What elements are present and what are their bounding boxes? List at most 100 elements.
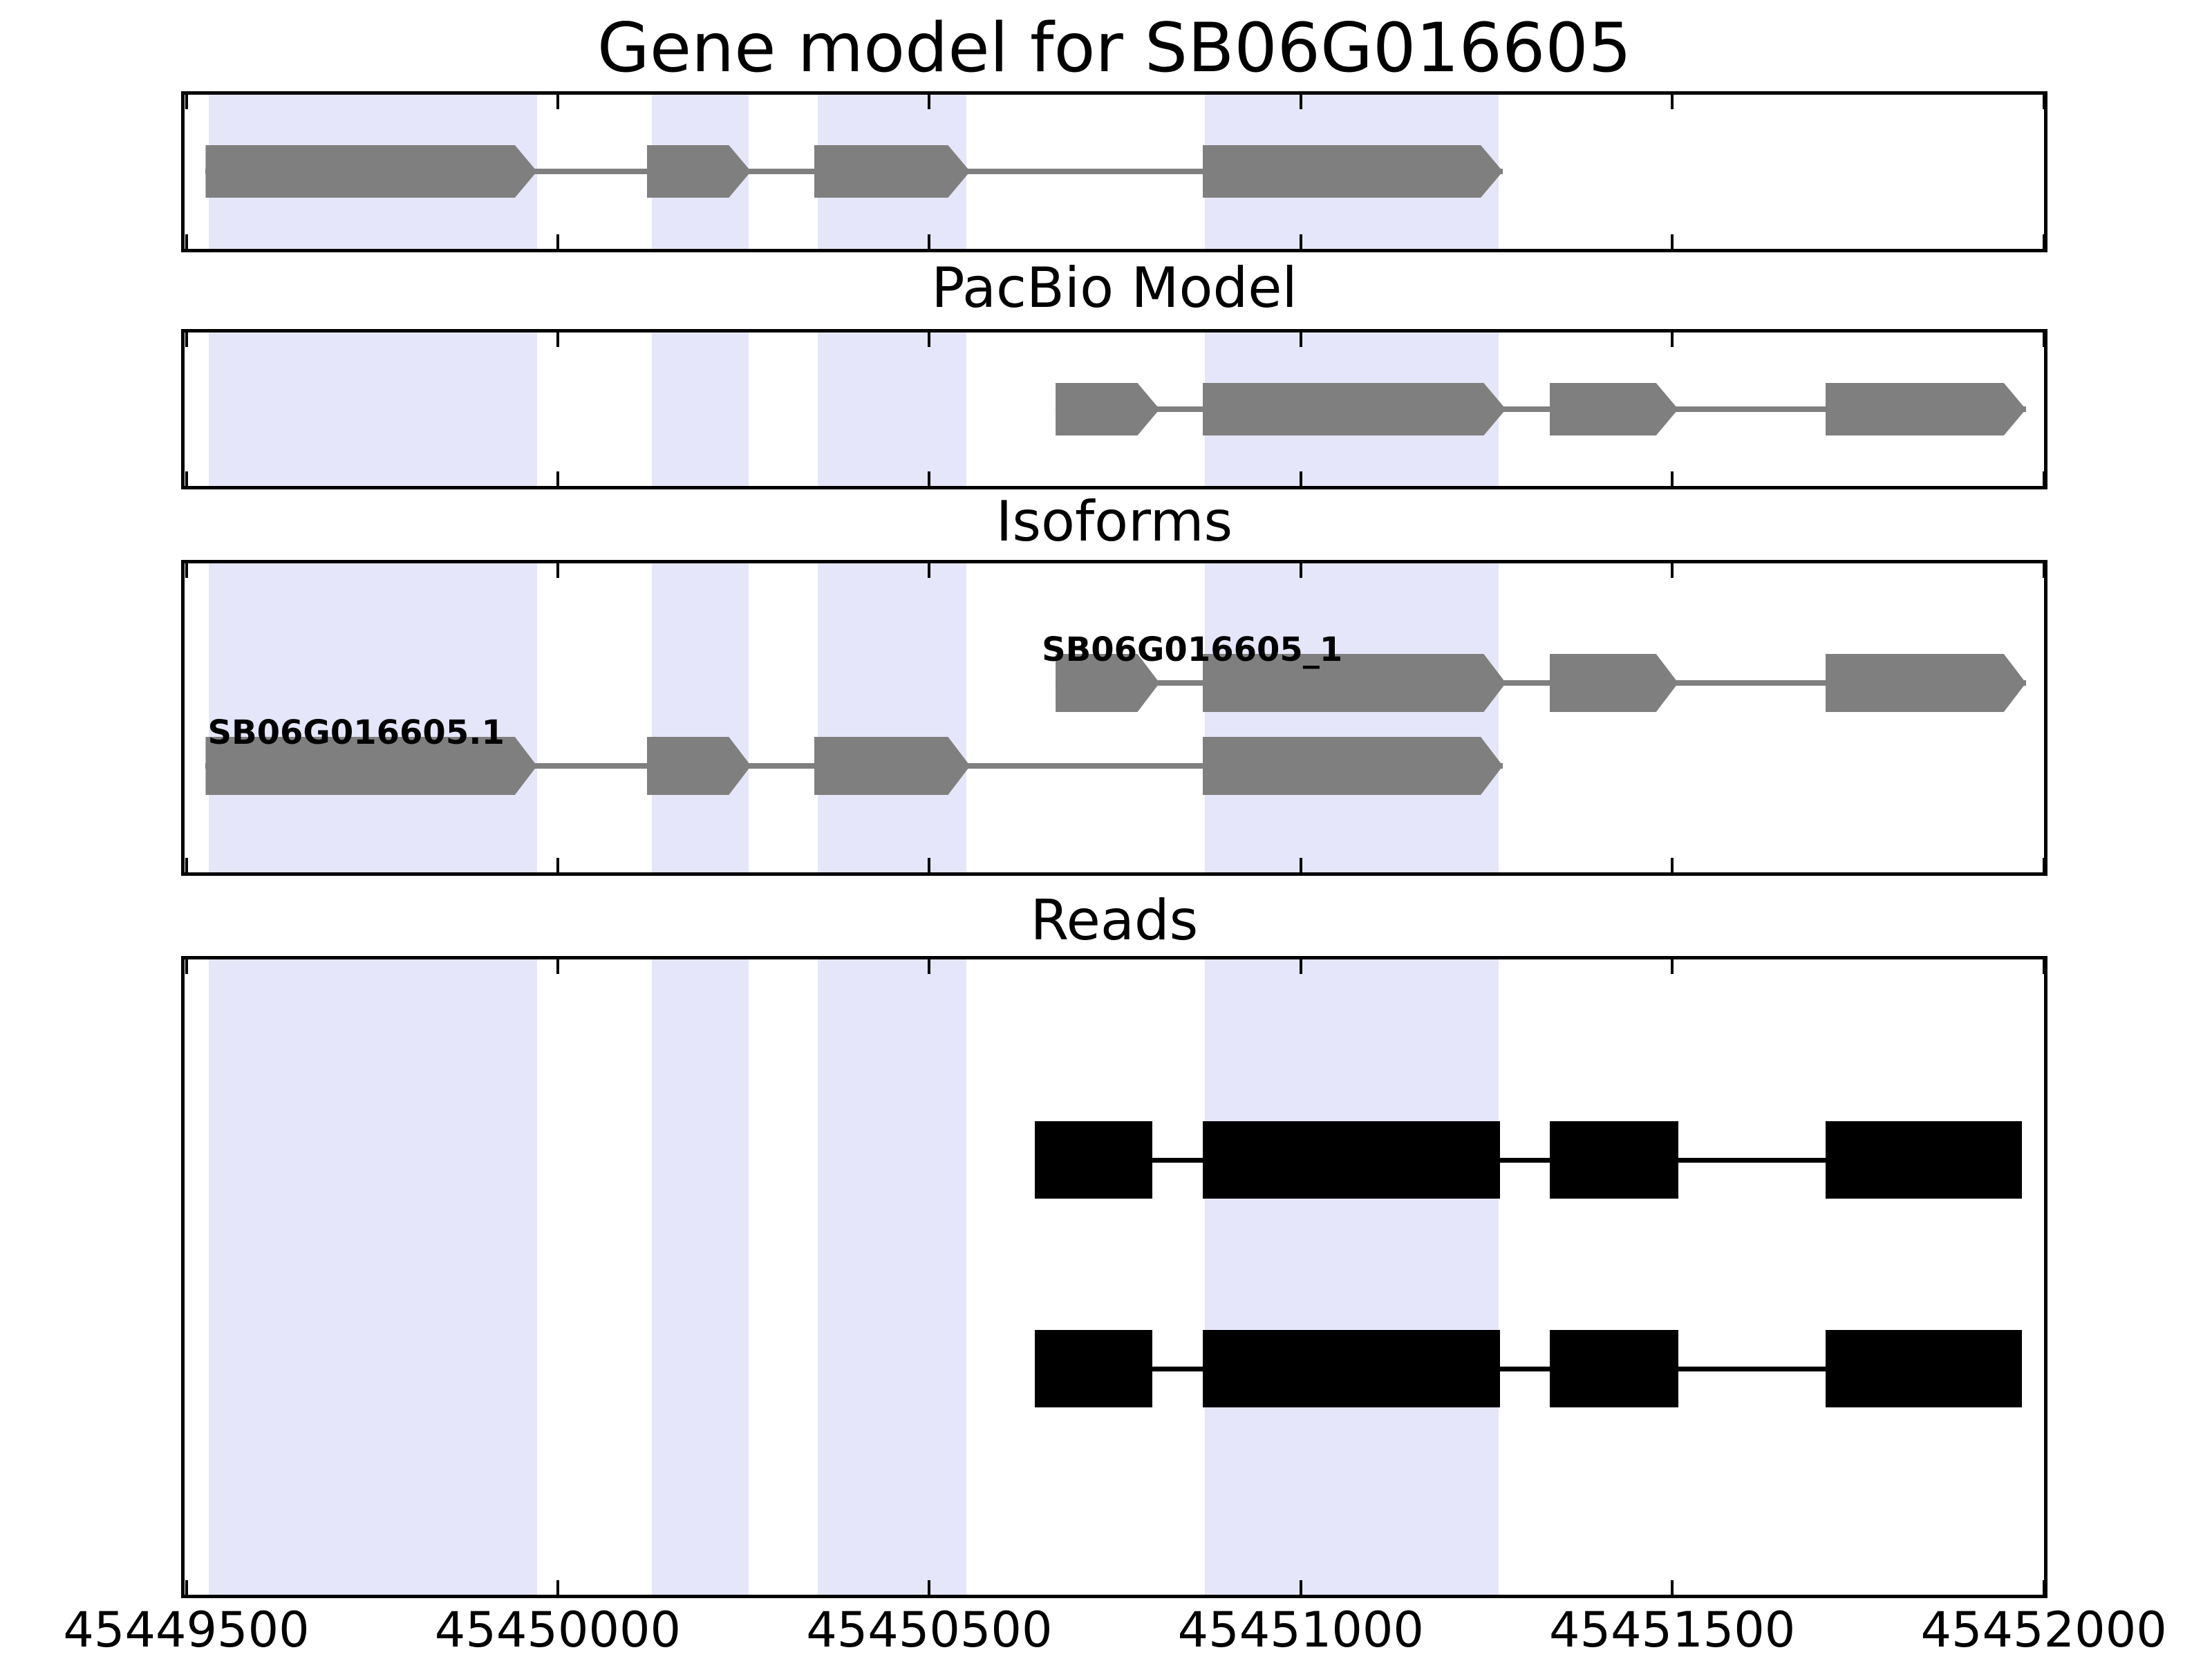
read-block [1034, 1121, 1152, 1199]
exon-arrow [1056, 383, 1159, 435]
read-block [1034, 1330, 1152, 1407]
x-tick-mark [1299, 95, 1302, 109]
x-tick-mark [185, 234, 188, 249]
x-tick-mark [1299, 563, 1302, 578]
x-tick-mark [556, 332, 559, 347]
x-tick-mark [556, 234, 559, 249]
panel-reads [181, 956, 2047, 1598]
x-tick-mark [928, 95, 931, 109]
x-tick-mark [1671, 959, 1674, 974]
panel-pacbio [181, 329, 2047, 489]
exon-arrow [1056, 654, 1159, 712]
highlight-band-2 [818, 563, 967, 872]
read-block [1825, 1121, 2023, 1199]
read-block [1202, 1121, 1500, 1199]
read-connector-line [1034, 1366, 2023, 1371]
x-tick-mark [1299, 332, 1302, 347]
x-tick-mark [928, 858, 931, 872]
x-axis-tick-label: 45452000 [1920, 1602, 2167, 1658]
x-tick-mark [185, 959, 188, 974]
exon-arrow [1826, 383, 2026, 435]
exon-arrow [205, 145, 536, 198]
exon-arrow [205, 737, 536, 795]
x-tick-mark [1299, 234, 1302, 249]
panel-title-gene-model: Gene model for SB06G016605 [597, 9, 1632, 88]
exon-arrow [647, 145, 751, 198]
x-tick-mark [2042, 563, 2045, 578]
x-tick-mark [1299, 959, 1302, 974]
read-block [1202, 1330, 1500, 1407]
panel-title-pacbio: PacBio Model [931, 256, 1297, 320]
x-tick-mark [1299, 471, 1302, 486]
x-tick-mark [2042, 95, 2045, 109]
x-axis-tick-label: 45450000 [434, 1602, 682, 1658]
x-tick-mark [1671, 858, 1674, 872]
x-tick-mark [928, 332, 931, 347]
x-axis-tick-label: 45449500 [63, 1602, 310, 1658]
panel-title-reads: Reads [1030, 888, 1199, 953]
exon-arrow [1550, 383, 1678, 435]
exon-arrow [1203, 737, 1503, 795]
exon-arrow [814, 145, 971, 198]
x-tick-mark [2042, 959, 2045, 974]
x-tick-mark [1299, 858, 1302, 872]
read-block [1825, 1330, 2023, 1407]
x-tick-mark [1671, 471, 1674, 486]
read-connector-line [1034, 1157, 2023, 1163]
intron-line [1056, 406, 2026, 412]
highlight-band-1 [652, 563, 749, 872]
x-axis-tick-label: 45451000 [1177, 1602, 1424, 1658]
x-tick-mark [556, 1580, 559, 1595]
x-tick-mark [2042, 332, 2045, 347]
x-tick-mark [556, 563, 559, 578]
x-tick-mark [1299, 1580, 1302, 1595]
read-block [1549, 1121, 1678, 1199]
x-tick-mark [2042, 858, 2045, 872]
x-tick-mark [1671, 234, 1674, 249]
x-tick-mark [185, 332, 188, 347]
x-tick-mark [928, 563, 931, 578]
exon-arrow [1203, 145, 1503, 198]
x-tick-mark [1671, 95, 1674, 109]
x-tick-mark [556, 959, 559, 974]
isoform-label: SB06G016605_1 [1042, 630, 1343, 669]
highlight-band-0 [208, 332, 537, 486]
highlight-band-0 [208, 959, 537, 1595]
x-tick-mark [2042, 234, 2045, 249]
highlight-band-3 [1205, 959, 1499, 1595]
exon-arrow [1203, 383, 1506, 435]
highlight-band-3 [1205, 563, 1499, 872]
exon-arrow [1826, 654, 2026, 712]
x-tick-mark [928, 959, 931, 974]
exon-arrow [647, 737, 751, 795]
x-tick-mark [1671, 1580, 1674, 1595]
x-tick-mark [928, 471, 931, 486]
x-tick-mark [185, 1580, 188, 1595]
highlight-band-0 [208, 563, 537, 872]
x-tick-mark [185, 471, 188, 486]
x-axis-tick-label: 45450500 [806, 1602, 1053, 1658]
highlight-band-2 [818, 332, 967, 486]
x-tick-mark [556, 471, 559, 486]
x-tick-mark [185, 95, 188, 109]
x-tick-mark [928, 1580, 931, 1595]
panel-gene-model [181, 91, 2047, 252]
x-tick-mark [185, 563, 188, 578]
x-tick-mark [185, 858, 188, 872]
exon-arrow [1203, 654, 1506, 712]
highlight-band-1 [652, 332, 749, 486]
read-block [1549, 1330, 1678, 1407]
x-tick-mark [556, 858, 559, 872]
x-tick-mark [2042, 1580, 2045, 1595]
exon-arrow [1550, 654, 1678, 712]
x-tick-mark [556, 95, 559, 109]
isoform-label: SB06G016605.1 [207, 713, 505, 752]
highlight-band-2 [818, 959, 967, 1595]
exon-arrow [814, 737, 971, 795]
x-axis-tick-label: 45451500 [1549, 1602, 1796, 1658]
x-tick-mark [928, 234, 931, 249]
panel-title-isoforms: Isoforms [995, 489, 1233, 554]
x-tick-mark [1671, 332, 1674, 347]
